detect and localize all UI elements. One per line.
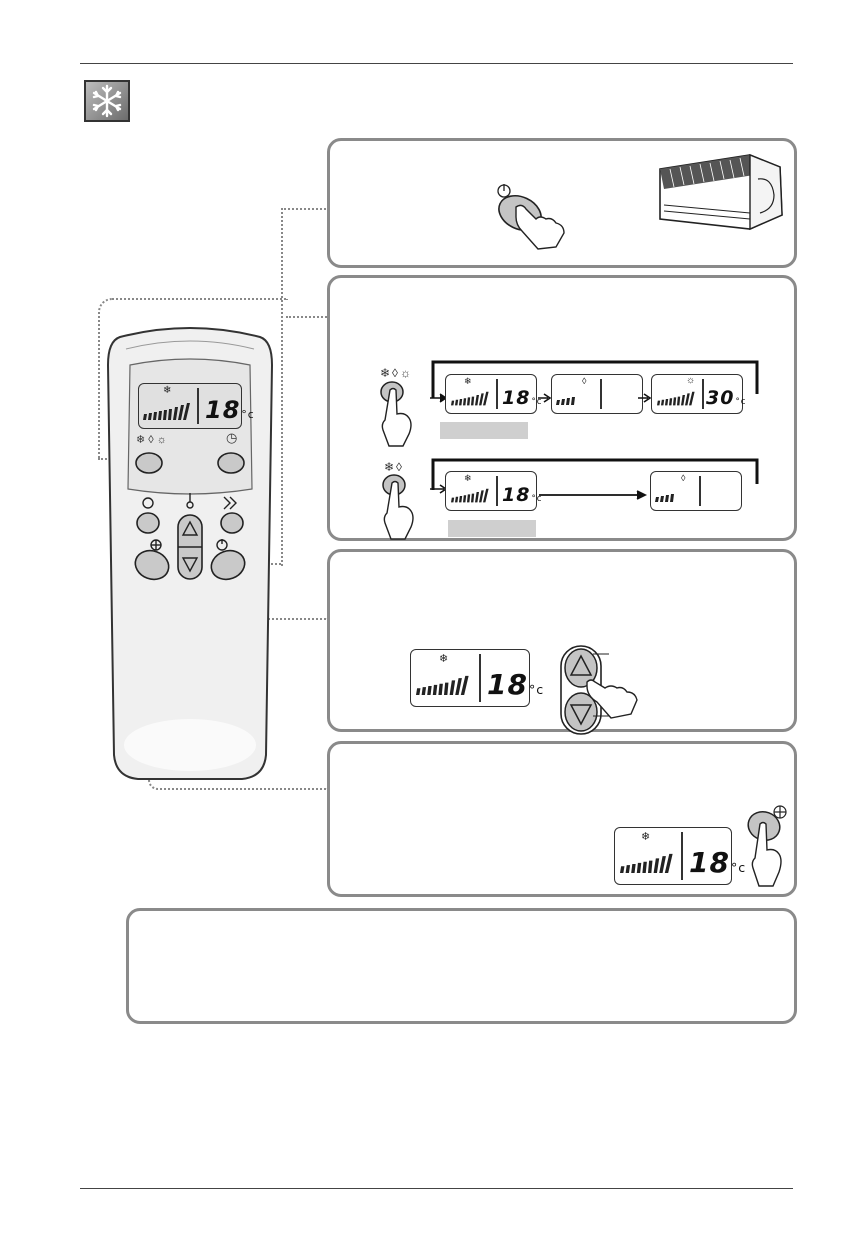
mode-a-cool-lcd: ❄ 18°c bbox=[445, 374, 541, 414]
mode-a-heat-lcd: ☼ 30°c bbox=[651, 374, 745, 414]
temp-up-down-buttons bbox=[560, 645, 638, 735]
fan-speed-bars bbox=[143, 403, 190, 420]
header-rule bbox=[80, 63, 793, 64]
mode-b-dry-lcd: ◊ bbox=[650, 471, 742, 511]
remote-mode-button[interactable] bbox=[136, 453, 162, 473]
fan-button-press-icon bbox=[747, 805, 787, 887]
panel-mode: ❄◊☼ ❄ 18°c ◊ ☼ 30°c ❄◊ bbox=[327, 275, 797, 541]
remote-timer-button[interactable] bbox=[218, 453, 244, 473]
snowflake-icon bbox=[84, 80, 130, 122]
remote-swing-button[interactable] bbox=[137, 513, 159, 533]
remote-lcd-mode-symbol: ❄ bbox=[163, 385, 172, 396]
connector-mode-2 bbox=[286, 298, 327, 318]
mode-a-dry-lcd: ◊ bbox=[551, 374, 643, 414]
cycle-bracket-a bbox=[431, 360, 759, 398]
power-button-press-icon bbox=[497, 184, 565, 250]
mode-button-symbols: ❄ ◊ ☼ bbox=[136, 434, 167, 446]
panel-power bbox=[327, 138, 797, 268]
timer-icon: ◷ bbox=[226, 430, 238, 445]
fan-panel-lcd: ❄ 18°c bbox=[614, 827, 745, 885]
remote-control: ❄ 18°c ❄ ◊ ☼ ◷ bbox=[106, 325, 274, 783]
mode-button-b-symbols: ❄◊ bbox=[384, 460, 404, 474]
temp-down-button[interactable] bbox=[565, 693, 597, 731]
indoor-unit-illustration bbox=[659, 153, 783, 231]
remote-lcd: ❄ 18°c bbox=[138, 383, 254, 429]
remote-fan-button[interactable] bbox=[135, 551, 169, 579]
connector-mode bbox=[98, 298, 288, 460]
temp-panel-lcd: ❄ 18°c bbox=[410, 649, 543, 707]
hand-press-icon bbox=[380, 381, 412, 447]
remote-airflow-button[interactable] bbox=[221, 513, 243, 533]
note-box bbox=[126, 908, 797, 1024]
connector-power bbox=[281, 208, 329, 566]
hand-press-icon-b bbox=[382, 474, 414, 540]
mode-button-a-symbols: ❄◊☼ bbox=[380, 366, 413, 380]
mode-a-caption-bar bbox=[440, 422, 528, 439]
cycle-bracket-b bbox=[431, 458, 759, 490]
remote-lcd-temp: 18°c bbox=[205, 396, 255, 424]
panel-fan-speed: ❄ 18°c bbox=[327, 741, 797, 897]
panel-temperature: ❄ 18°c bbox=[327, 549, 797, 735]
remote-temp-up-button[interactable] bbox=[178, 515, 202, 547]
mode-b-cool-lcd: ❄ 18°c bbox=[445, 471, 541, 511]
footer-rule bbox=[80, 1188, 793, 1189]
temp-up-button[interactable] bbox=[565, 649, 597, 687]
mode-b-caption-bar bbox=[448, 520, 536, 537]
remote-power-button[interactable] bbox=[211, 551, 245, 579]
remote-temp-down-button[interactable] bbox=[178, 547, 202, 579]
